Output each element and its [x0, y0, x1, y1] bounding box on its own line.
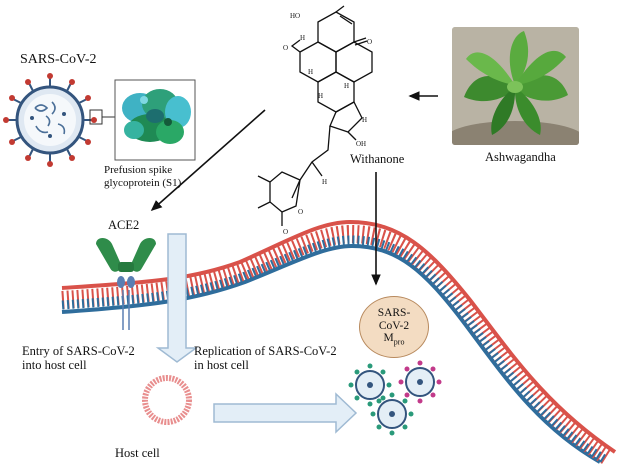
svg-text:H: H — [322, 178, 327, 186]
host-cell-icon — [142, 375, 192, 425]
ace2-receptor-icon — [96, 238, 156, 330]
svg-text:O: O — [298, 208, 303, 216]
replication-label-line2: in host cell — [194, 358, 249, 372]
molecule-atom-labels: HO O O H H H H H O OH O H — [283, 12, 372, 236]
spike-label-line2: glycoprotein (S1) — [104, 177, 182, 189]
ashwagandha-photo — [452, 27, 579, 145]
svg-text:H: H — [362, 116, 367, 124]
replication-flow-arrow — [213, 392, 358, 434]
svg-text:OH: OH — [356, 140, 366, 148]
mpro-line2: CoV-2 — [378, 319, 410, 332]
host-rna-strand — [61, 219, 617, 465]
entry-label-line1: Entry of SARS-CoV-2 — [22, 344, 135, 358]
spike-protein-panel — [114, 79, 196, 161]
svg-text:O: O — [367, 38, 372, 46]
withanone-structure — [257, 5, 373, 226]
host-cell-label: Host cell — [115, 446, 160, 460]
svg-text:H: H — [300, 34, 305, 42]
mpro-line1: SARS- — [377, 307, 411, 319]
svg-text:H: H — [308, 68, 313, 76]
entry-label-line2: into host cell — [22, 358, 87, 372]
ace2-label: ACE2 — [108, 218, 140, 232]
spike-label-line1: Prefusion spike — [104, 164, 173, 176]
svg-text:O: O — [283, 44, 288, 52]
molecule-label: Withanone — [350, 152, 405, 166]
svg-text:H: H — [318, 92, 323, 100]
mpro-line3: Mpro — [383, 332, 405, 347]
svg-text:O: O — [283, 228, 288, 236]
svg-text:H: H — [344, 82, 349, 90]
sars-cov-2-virus-icon — [3, 73, 97, 167]
mpro-badge: SARS- CoV-2 Mpro — [359, 296, 429, 358]
entry-flow-arrow — [155, 233, 199, 363]
virion-cluster — [348, 360, 442, 436]
svg-text:HO: HO — [290, 12, 300, 20]
virus-label: SARS-CoV-2 — [20, 52, 97, 67]
molecule-to-ace2-arrow — [150, 109, 266, 212]
replication-label-line1: Replication of SARS-CoV-2 — [194, 344, 337, 358]
plant-label: Ashwagandha — [485, 150, 556, 164]
